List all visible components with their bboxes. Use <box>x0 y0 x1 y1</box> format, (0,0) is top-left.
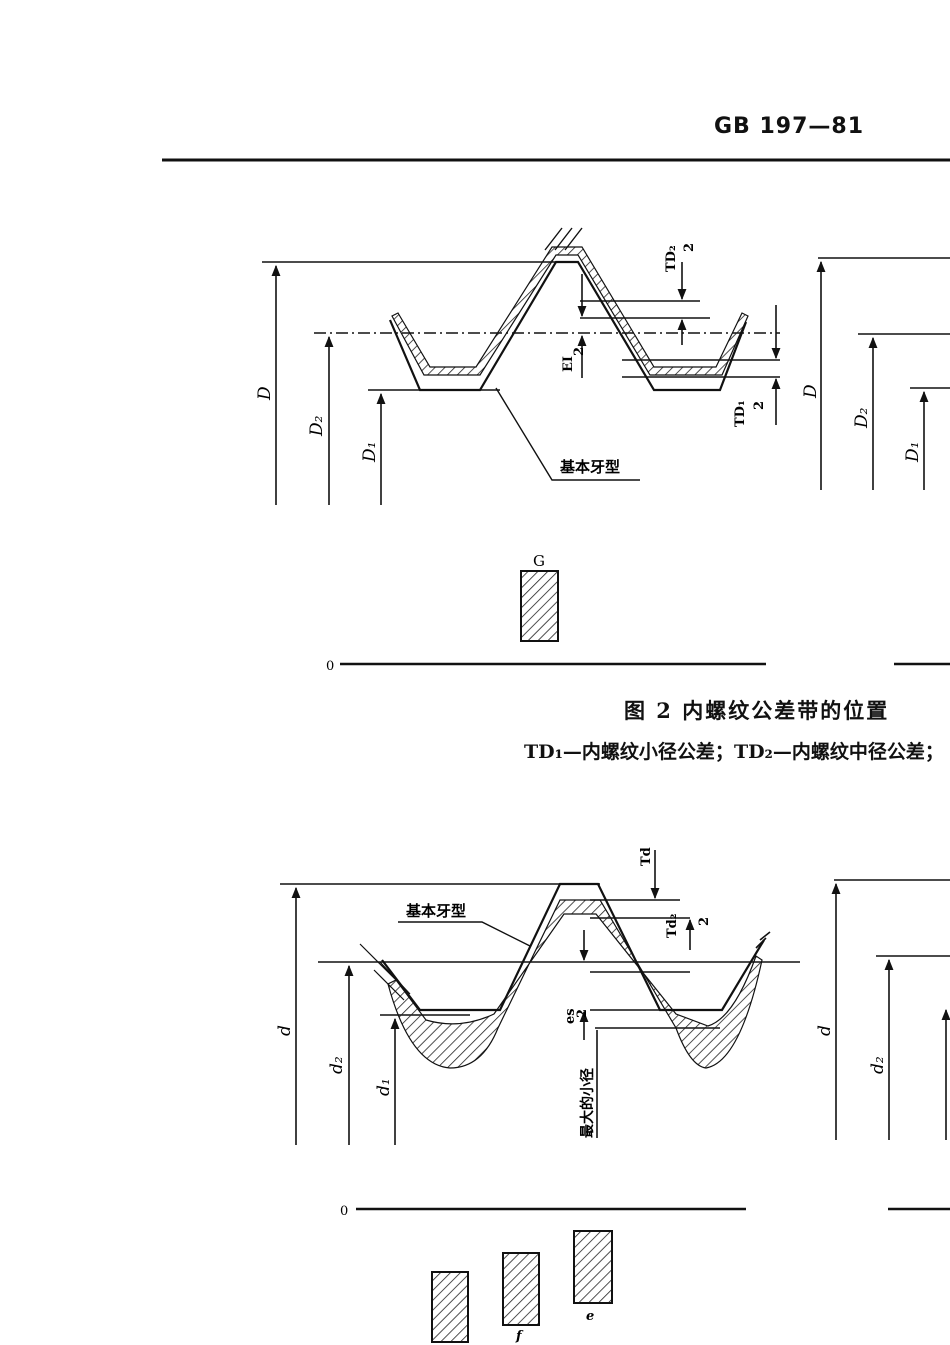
label-TD2-denominator: 2 <box>682 243 697 252</box>
label-zero: 0 <box>326 659 334 674</box>
label-TD1: TD₁ <box>733 400 748 427</box>
label-basic-profile-ext: 基本牙型 <box>405 902 466 920</box>
label-d2-right: d₂ <box>868 1056 888 1074</box>
label-d2: d₂ <box>327 1056 347 1074</box>
figure-2-caption: 图 2 内螺纹公差带的位置 <box>624 698 890 723</box>
figure-3-drawing <box>280 850 950 1343</box>
label-d: d <box>275 1025 295 1036</box>
label-f: f <box>515 1329 524 1344</box>
label-EI: EI <box>561 356 576 372</box>
figure-3-dim-labels: Td Td₂ 2 es 2 最大的小径 基本牙型 0 f e <box>340 847 712 1344</box>
label-Td: Td <box>639 847 654 866</box>
label-d-right: d <box>815 1025 835 1036</box>
label-D-right: D <box>801 384 821 399</box>
label-zero-ext: 0 <box>340 1204 348 1219</box>
label-TD1-denominator: 2 <box>752 401 767 410</box>
figure-2-legend: TD₁—内螺纹小径公差；TD₂—内螺纹中径公差； <box>524 741 944 763</box>
label-TD2: TD₂ <box>664 245 679 272</box>
figure-2-dim-labels: EI 2 TD₂ 2 TD₁ 2 基本牙型 0 G <box>326 243 767 674</box>
label-max-minor-diameter: 最大的小径 <box>579 1068 596 1138</box>
label-D2-right: D₂ <box>852 407 872 429</box>
figure-2-drawing <box>262 227 950 666</box>
figure-2-labels: D D₂ D₁ D D₂ D₁ <box>255 384 923 463</box>
label-D1: D₁ <box>360 442 380 463</box>
figure-3-labels: d d₂ d₁ d d₂ <box>275 1025 888 1096</box>
label-Td2: Td₂ <box>665 914 680 938</box>
label-G: G <box>533 552 545 570</box>
label-e: e <box>586 1309 594 1324</box>
label-Td2-denominator: 2 <box>697 917 712 926</box>
label-D: D <box>255 386 275 401</box>
label-es: es <box>563 1008 578 1024</box>
label-D2: D₂ <box>307 415 327 437</box>
label-es-denominator: 2 <box>575 1009 590 1018</box>
label-basic-profile: 基本牙型 <box>559 458 620 476</box>
standard-code: GB 197—81 <box>714 114 865 139</box>
label-d1: d₁ <box>374 1078 394 1096</box>
label-D1-right: D₁ <box>903 442 923 463</box>
label-EI-denominator: 2 <box>572 347 587 356</box>
